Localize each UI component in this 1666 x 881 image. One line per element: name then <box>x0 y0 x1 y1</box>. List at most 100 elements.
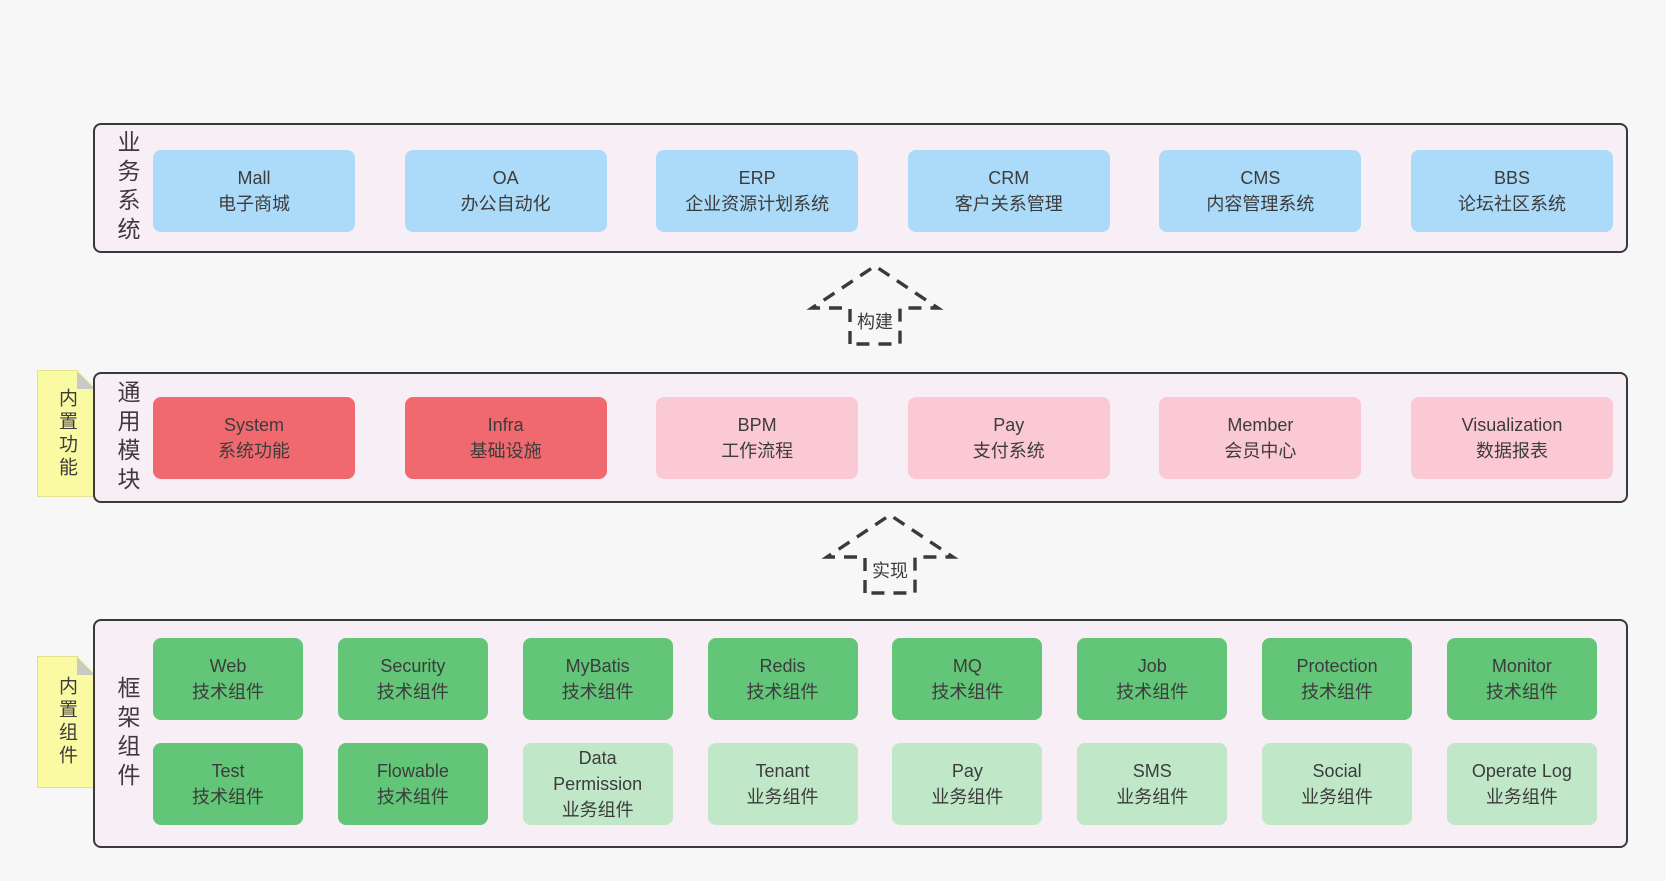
box-oa: OA 办公自动化 <box>404 150 607 232</box>
box-flowable: Flowable 技术组件 <box>337 743 488 825</box>
box-subtitle: 技术组件 <box>746 682 819 702</box>
box-title: BPM <box>737 415 777 435</box>
arrow-up-icon <box>821 512 959 595</box>
box-title: Job <box>1137 656 1167 676</box>
box-title: SMS <box>1132 761 1172 781</box>
box-subtitle: 业务组件 <box>561 800 634 820</box>
box-title: Web <box>209 656 247 676</box>
band-business-systems: 业务系统 Mall 电子商城 OA 办公自动化 ERP 企业资源计划系统 CRM… <box>93 123 1628 253</box>
box-subtitle: 电子商城 <box>218 194 290 214</box>
box-title: Test <box>211 761 245 781</box>
box-title: MyBatis <box>565 656 630 676</box>
box-title: CRM <box>988 168 1030 188</box>
box-crm: CRM 客户关系管理 <box>907 150 1110 232</box>
box-subtitle: 业务组件 <box>746 787 819 807</box>
box-infra: Infra 基础设施 <box>404 397 607 479</box>
box-tenant: Tenant 业务组件 <box>707 743 858 825</box>
box-subtitle: 技术组件 <box>192 787 264 807</box>
box-sms: SMS 业务组件 <box>1077 743 1228 825</box>
band-framework-components: 框架组件 Web 技术组件 Security 技术组件 MyBatis 技术组件… <box>93 619 1628 848</box>
box-mall: Mall 电子商城 <box>153 150 355 232</box>
box-subtitle: 技术组件 <box>1301 682 1374 702</box>
box-data-permission: Data Permission 业务组件 <box>522 743 673 825</box>
box-subtitle: 会员中心 <box>1224 441 1297 461</box>
box-subtitle: 技术组件 <box>376 787 449 807</box>
arrow-up-icon <box>806 263 944 346</box>
box-title: Pay <box>951 761 983 781</box>
box-subtitle: 工作流程 <box>721 441 794 461</box>
box-monitor: Monitor 技术组件 <box>1446 638 1597 720</box>
box-subtitle: 业务组件 <box>1485 787 1558 807</box>
sticky-note-label: 内置功能 <box>56 387 77 480</box>
box-subtitle: 业务组件 <box>931 787 1004 807</box>
box-subtitle: 技术组件 <box>192 682 264 702</box>
box-security: Security 技术组件 <box>337 638 488 720</box>
box-cms: CMS 内容管理系统 <box>1159 150 1362 232</box>
box-protection: Protection 技术组件 <box>1262 638 1413 720</box>
box-member: Member 会员中心 <box>1159 397 1362 479</box>
box-subtitle: 业务组件 <box>1301 787 1374 807</box>
box-title: Member <box>1227 415 1294 435</box>
box-subtitle: 企业资源计划系统 <box>685 194 830 214</box>
box-title: OA <box>492 168 519 188</box>
box-subtitle: 论坛社区系统 <box>1457 194 1566 214</box>
box-subtitle: 业务组件 <box>1116 787 1189 807</box>
box-title: Pay <box>993 415 1025 435</box>
box-title: Data Permission <box>553 748 643 794</box>
box-bpm: BPM 工作流程 <box>656 397 859 479</box>
box-subtitle: 内容管理系统 <box>1206 194 1315 214</box>
box-title: Protection <box>1296 656 1378 676</box>
band-row: Test 技术组件 Flowable 技术组件 Data Permission … <box>153 743 1597 825</box>
box-subtitle: 技术组件 <box>561 682 634 702</box>
box-subtitle: 客户关系管理 <box>954 194 1063 214</box>
band-label-common-modules: 通用模块 <box>114 379 140 496</box>
box-visualization: Visualization 数据报表 <box>1410 397 1613 479</box>
box-subtitle: 技术组件 <box>1485 682 1558 702</box>
box-title: Tenant <box>755 761 810 781</box>
band-label-framework-components: 框架组件 <box>114 675 140 792</box>
box-bbs: BBS 论坛社区系统 <box>1410 150 1613 232</box>
box-social: Social 业务组件 <box>1262 743 1413 825</box>
box-title: Operate Log <box>1471 761 1572 781</box>
box-erp: ERP 企业资源计划系统 <box>656 150 859 232</box>
band-row: System 系统功能 Infra 基础设施 BPM 工作流程 Pay 支付系统… <box>153 397 1613 479</box>
box-operate-log: Operate Log 业务组件 <box>1446 743 1597 825</box>
sticky-note-built-in-components: 内置组件 <box>37 656 96 788</box>
box-subtitle: 系统功能 <box>218 441 290 461</box>
box-title: ERP <box>738 168 776 188</box>
box-subtitle: 基础设施 <box>469 441 542 461</box>
box-title: MQ <box>952 656 982 676</box>
box-system: System 系统功能 <box>153 397 355 479</box>
box-job: Job 技术组件 <box>1077 638 1228 720</box>
box-subtitle: 技术组件 <box>1116 682 1189 702</box>
box-title: BBS <box>1493 168 1530 188</box>
sticky-note-label: 内置组件 <box>56 676 77 768</box>
box-title: Monitor <box>1491 656 1552 676</box>
band-row: Web 技术组件 Security 技术组件 MyBatis 技术组件 Redi… <box>153 638 1597 720</box>
sticky-note-built-in-features: 内置功能 <box>37 370 96 497</box>
box-title: Social <box>1312 761 1362 781</box>
box-title: Mall <box>237 168 271 188</box>
band-row: Mall 电子商城 OA 办公自动化 ERP 企业资源计划系统 CRM 客户关系… <box>153 150 1613 232</box>
build-arrow-up-icon: 构建 <box>800 263 950 349</box>
box-subtitle: 技术组件 <box>376 682 449 702</box>
arrow-label-implement: 实现 <box>869 557 911 583</box>
box-redis: Redis 技术组件 <box>707 638 858 720</box>
box-mq: MQ 技术组件 <box>892 638 1043 720</box>
box-title: Redis <box>759 656 806 676</box>
box-test: Test 技术组件 <box>153 743 303 825</box>
box-pay: Pay 支付系统 <box>907 397 1110 479</box>
box-subtitle: 办公自动化 <box>460 194 551 214</box>
box-subtitle: 支付系统 <box>972 441 1045 461</box>
box-mybatis: MyBatis 技术组件 <box>522 638 673 720</box>
box-subtitle: 技术组件 <box>931 682 1004 702</box>
box-title: Security <box>380 656 446 676</box>
box-title: System <box>223 415 284 435</box>
box-title: Flowable <box>376 761 449 781</box>
box-pay-component: Pay 业务组件 <box>892 743 1043 825</box>
implement-arrow-up-icon: 实现 <box>815 512 965 598</box>
box-title: CMS <box>1240 168 1281 188</box>
arrow-label-build: 构建 <box>854 308 896 334</box>
band-label-business-systems: 业务系统 <box>114 130 140 246</box>
